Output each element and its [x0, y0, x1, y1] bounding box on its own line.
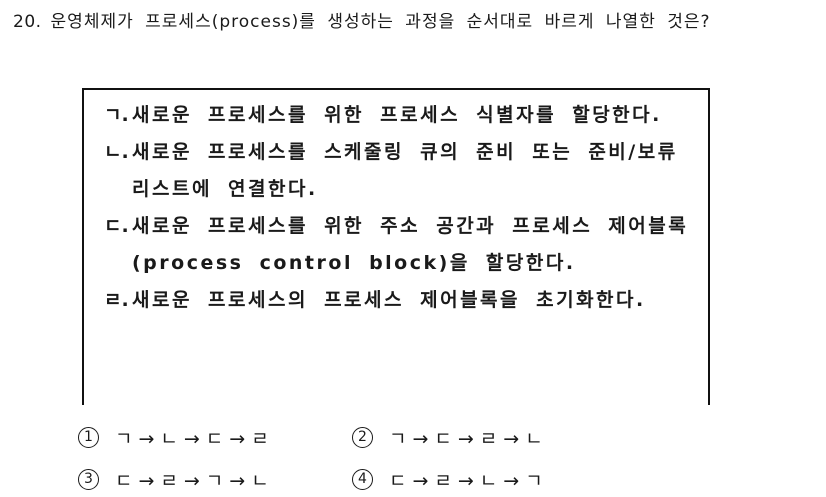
box-item: ㄱ. 새로운 프로세스를 위한 프로세스 식별자를 할당한다. [104, 97, 696, 134]
item-marker: ㄱ. [104, 104, 129, 126]
choice-sequence: ㄱ→ㄷ→ㄹ→ㄴ [389, 427, 549, 450]
question-number: 20. [13, 12, 42, 32]
item-box: ㄱ. 새로운 프로세스를 위한 프로세스 식별자를 할당한다. ㄴ. 새로운 프… [82, 88, 710, 405]
item-text: 새로운 프로세스의 프로세스 제어블록을 초기화한다. [132, 289, 646, 311]
choice-option-3: 3 ㄷ→ㄹ→ㄱ→ㄴ [78, 466, 275, 492]
item-text: 새로운 프로세스를 위한 주소 공간과 프로세스 제어블록 (process c… [132, 215, 689, 274]
box-item: ㄷ. 새로운 프로세스를 위한 주소 공간과 프로세스 제어블록 (proces… [104, 208, 696, 282]
choice-option-4: 4 ㄷ→ㄹ→ㄴ→ㄱ [352, 466, 549, 492]
box-item: ㄹ. 새로운 프로세스의 프로세스 제어블록을 초기화한다. [104, 282, 696, 319]
choice-sequence: ㄷ→ㄹ→ㄱ→ㄴ [115, 469, 275, 492]
item-marker: ㄴ. [104, 141, 129, 163]
choice-number-circle: 3 [78, 468, 99, 490]
choice-number-circle: 4 [352, 468, 373, 490]
box-item: ㄴ. 새로운 프로세스를 스케줄링 큐의 준비 또는 준비/보류 리스트에 연결… [104, 134, 696, 208]
choice-sequence: ㄱ→ㄴ→ㄷ→ㄹ [115, 427, 275, 450]
item-marker: ㄷ. [104, 215, 129, 237]
question-text: 운영체제가 프로세스(process)를 생성하는 과정을 순서대로 바르게 나… [50, 12, 711, 32]
choice-sequence: ㄷ→ㄹ→ㄴ→ㄱ [389, 469, 549, 492]
choice-number-circle: 2 [352, 426, 373, 448]
item-marker: ㄹ. [104, 289, 129, 311]
choice-option-1: 1 ㄱ→ㄴ→ㄷ→ㄹ [78, 424, 275, 450]
choice-number-circle: 1 [78, 426, 99, 448]
item-text: 새로운 프로세스를 위한 프로세스 식별자를 할당한다. [132, 104, 662, 126]
item-text: 새로운 프로세스를 스케줄링 큐의 준비 또는 준비/보류 리스트에 연결한다. [132, 141, 678, 200]
choice-option-2: 2 ㄱ→ㄷ→ㄹ→ㄴ [352, 424, 549, 450]
question: 20. 운영체제가 프로세스(process)를 생성하는 과정을 순서대로 바… [13, 8, 713, 37]
